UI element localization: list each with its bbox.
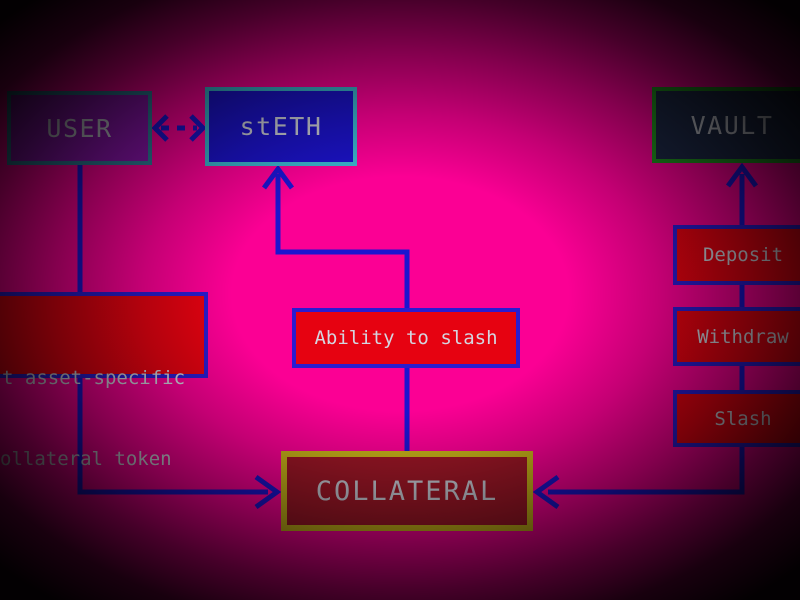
node-ability-to-slash: Ability to slash (292, 308, 520, 368)
node-deposit-label: Deposit (702, 244, 784, 266)
mint-label-line2: ollateral token (0, 448, 172, 470)
node-deposit: Deposit (673, 225, 800, 285)
node-withdraw-label: Withdraw (697, 325, 789, 348)
node-collateral: COLLATERAL (281, 451, 533, 531)
node-collateral-label: COLLATERAL (315, 475, 499, 507)
node-vault-label: VAULT (690, 110, 774, 140)
node-withdraw: Withdraw (673, 307, 800, 366)
node-slash-label: Slash (714, 407, 772, 430)
node-steth: stETH (205, 87, 357, 166)
node-mint-collateral-token-label: t asset-specific ollateral token (0, 311, 200, 527)
node-vault: VAULT (652, 87, 800, 163)
node-slash: Slash (673, 390, 800, 447)
node-user: USER (7, 91, 152, 165)
mint-label-line1: t asset-specific (2, 367, 186, 389)
node-steth-label: stETH (239, 112, 323, 141)
node-user-label: USER (46, 113, 113, 143)
node-ability-label: Ability to slash (314, 327, 498, 349)
